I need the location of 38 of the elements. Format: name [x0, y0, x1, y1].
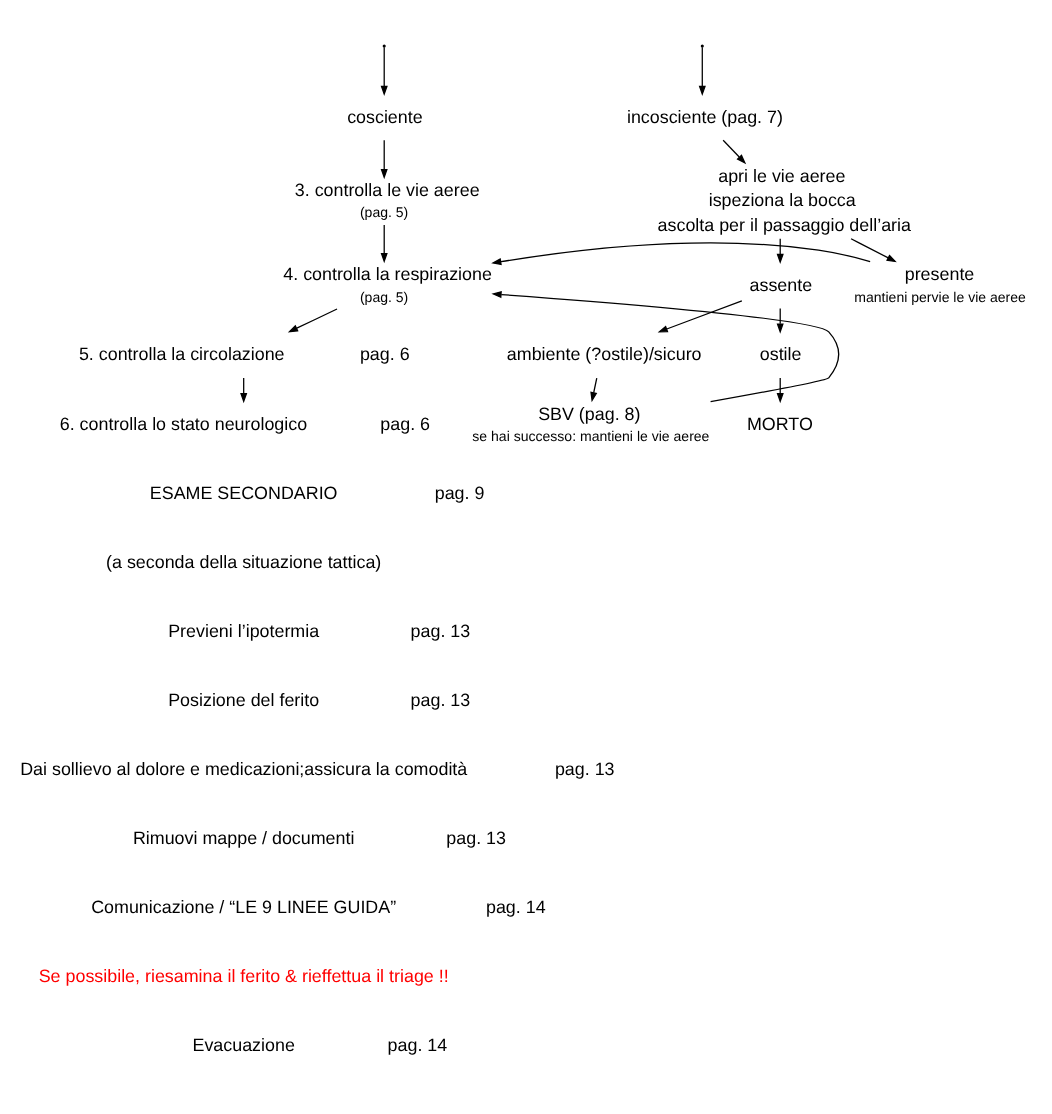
label: (a seconda della situazione tattica)	[106, 551, 382, 572]
arrow	[380, 224, 388, 264]
arrow	[287, 308, 338, 333]
node-text: incosciente (pag. 7)	[626, 106, 783, 127]
label: pag. 14	[485, 896, 546, 917]
label: pag. 9	[434, 482, 485, 503]
label: pag. 14	[387, 1034, 448, 1055]
arrow	[657, 300, 743, 333]
label: Se possibile, riesamina il ferito & rieffettua il triage !!	[38, 965, 449, 986]
arrow	[698, 46, 706, 97]
arrow	[722, 139, 747, 165]
arrow	[590, 377, 598, 403]
arrow	[491, 290, 840, 403]
arrow	[380, 46, 388, 97]
node-text: cosciente	[347, 106, 423, 127]
node-label: pag. 6	[380, 413, 431, 434]
label: Dai sollievo al dolore e medicazioni;assicura la comodità	[20, 758, 468, 779]
label: Rimuovi mappe / documenti	[132, 827, 355, 848]
arrow	[491, 242, 871, 266]
node-text: MORTO	[746, 413, 813, 434]
label: Previeni l’ipotermia	[168, 620, 320, 641]
label: Evacuazione	[192, 1034, 295, 1055]
label: ESAME SECONDARIO	[149, 482, 338, 503]
label: pag. 13	[554, 758, 615, 779]
label: Comunicazione / “LE 9 LINEE GUIDA”	[91, 896, 397, 917]
label: pag. 13	[410, 689, 471, 710]
label: Posizione del ferito	[168, 689, 320, 710]
node-text: 5. controlla la circolazione	[78, 344, 285, 365]
node-text: 6. controlla lo stato neurologico	[59, 413, 308, 434]
node-text: apri le vie aeree ispeziona la bocca ascolta per il passaggio dell’aria	[657, 165, 911, 235]
node-text: ostile	[759, 344, 802, 365]
label: pag. 13	[410, 620, 471, 641]
arrow	[380, 139, 388, 180]
node-text: ambiente (?ostile)/sicuro	[506, 344, 702, 365]
arrow	[850, 238, 897, 263]
node-label: pag. 6	[359, 344, 410, 365]
label: pag. 13	[446, 827, 507, 848]
node-text: assente	[749, 274, 813, 295]
